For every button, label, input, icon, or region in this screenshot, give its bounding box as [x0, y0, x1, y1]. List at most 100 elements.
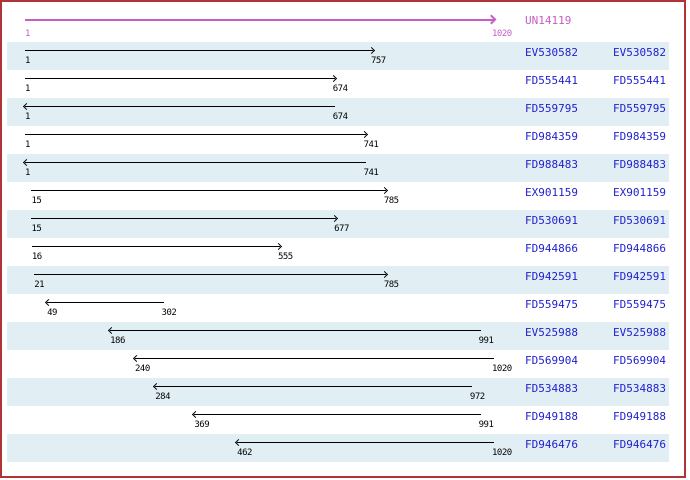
accession-link-primary[interactable]: FD530691	[525, 214, 578, 227]
sequence-arrow	[132, 354, 494, 363]
arrowhead-icon	[22, 158, 31, 167]
arrowhead-icon	[380, 186, 388, 195]
accession-link-secondary[interactable]: FD555441	[613, 74, 666, 87]
end-coordinate: 741	[363, 140, 379, 150]
accession-link-secondary[interactable]: FD946476	[613, 438, 666, 451]
alignment-row: 284 972 FD534883 FD534883	[0, 378, 690, 406]
start-coordinate: 49	[47, 308, 57, 318]
end-coordinate: 302	[161, 308, 177, 318]
end-coordinate: 785	[383, 196, 399, 206]
accession-link-primary[interactable]: FD534883	[525, 382, 578, 395]
accession-link-secondary[interactable]: FD559795	[613, 102, 666, 115]
accession-link-secondary[interactable]: FD984359	[613, 130, 666, 143]
sequence-arrow	[34, 270, 388, 279]
accession-link-secondary[interactable]: FD534883	[613, 382, 666, 395]
accession-link-secondary[interactable]: EV530582	[613, 46, 666, 59]
end-coordinate: 1020	[492, 448, 512, 458]
accession-link-primary[interactable]: FD949188	[525, 410, 578, 423]
arrowhead-icon	[153, 382, 161, 391]
alignment-row: 240 1020 FD569904 FD569904	[0, 350, 690, 378]
sequence-arrow	[192, 410, 481, 419]
end-coordinate: 785	[383, 280, 399, 290]
accession-link-secondary[interactable]: EX901159	[613, 186, 666, 199]
sequence-arrow	[45, 298, 164, 307]
accession-link-primary[interactable]: FD988483	[525, 158, 578, 171]
arrowhead-icon	[380, 270, 388, 279]
alignment-row: 1 674 FD555441 FD555441	[0, 70, 690, 98]
accession-link-primary[interactable]: FD559795	[525, 102, 578, 115]
accession-link-primary[interactable]: FD559475	[525, 298, 578, 311]
alignment-row: 21 785 FD942591 FD942591	[0, 266, 690, 294]
start-coordinate: 1	[25, 112, 30, 122]
accession-link-primary[interactable]: FD555441	[525, 74, 578, 87]
start-coordinate: 1	[25, 29, 30, 39]
start-coordinate: 21	[34, 280, 45, 290]
accession-link-secondary[interactable]: FD559475	[613, 298, 666, 311]
accession-link-primary[interactable]: FD946476	[525, 438, 578, 451]
end-coordinate: 757	[370, 56, 386, 66]
accession-link-primary[interactable]: FD569904	[525, 354, 578, 367]
accession-link-secondary[interactable]: FD569904	[613, 354, 666, 367]
accession-link-secondary[interactable]: EV525988	[613, 326, 666, 339]
start-coordinate: 1	[25, 56, 30, 66]
arrowhead-icon	[192, 410, 200, 419]
start-coordinate: 15	[31, 224, 42, 234]
arrowhead-icon	[45, 298, 53, 307]
alignment-canvas: 1 1020 UN14119 1 757 EV530582 EV530582 1…	[0, 5, 690, 462]
accession-link-primary[interactable]: EX901159	[525, 186, 578, 199]
accession-link-secondary[interactable]: FD944866	[613, 242, 666, 255]
accession-link-secondary[interactable]: FD949188	[613, 410, 666, 423]
accession-link-primary[interactable]: FD942591	[525, 270, 578, 283]
start-coordinate: 284	[155, 392, 171, 402]
sequence-arrow	[153, 382, 472, 391]
accession-link-secondary[interactable]: FD988483	[613, 158, 666, 171]
arrowhead-icon	[331, 214, 339, 223]
accession-link-primary[interactable]: FD944866	[525, 242, 578, 255]
start-coordinate: 1	[25, 84, 30, 94]
sequence-arrow	[235, 438, 494, 447]
arrowhead-icon	[108, 326, 116, 335]
sequence-arrow	[31, 214, 339, 223]
alignment-row: 1 757 EV530582 EV530582	[0, 42, 690, 70]
end-coordinate: 991	[478, 420, 494, 430]
arrowhead-icon	[132, 354, 141, 363]
arrowhead-icon	[360, 130, 368, 139]
alignment-row: 49 302 FD559475 FD559475	[0, 294, 690, 322]
start-coordinate: 1	[25, 168, 30, 178]
sequence-arrow	[22, 102, 335, 111]
arrowhead-icon	[235, 438, 243, 447]
accession-link-secondary[interactable]: FD942591	[613, 270, 666, 283]
accession-link-primary[interactable]: EV530582	[525, 46, 578, 59]
end-coordinate: 674	[332, 84, 348, 94]
accession-link-primary[interactable]: EV525988	[525, 326, 578, 339]
alignment-row: 1 741 FD988483 FD988483	[0, 154, 690, 182]
sequence-arrow	[25, 14, 497, 25]
end-coordinate: 674	[332, 112, 348, 122]
arrowhead-icon	[274, 242, 282, 251]
arrowhead-icon	[486, 14, 497, 25]
accession-link-primary[interactable]: FD984359	[525, 130, 578, 143]
start-coordinate: 16	[31, 252, 42, 262]
alignment-row: 369 991 FD949188 FD949188	[0, 406, 690, 434]
sequence-arrow	[108, 326, 481, 335]
sequence-arrow	[25, 74, 337, 83]
end-coordinate: 677	[334, 224, 349, 234]
start-coordinate: 240	[135, 364, 150, 374]
arrowhead-icon	[329, 74, 337, 83]
start-coordinate: 369	[194, 420, 210, 430]
sequence-arrow	[25, 46, 375, 55]
start-coordinate: 462	[237, 448, 252, 458]
start-coordinate: 186	[110, 336, 125, 346]
arrowhead-icon	[22, 102, 31, 111]
sequence-arrow	[22, 158, 366, 167]
end-coordinate: 741	[363, 168, 379, 178]
reference-id-label: UN14119	[525, 14, 572, 27]
end-coordinate: 1020	[492, 364, 512, 374]
accession-link-secondary[interactable]: FD530691	[613, 214, 666, 227]
alignment-row: 1 674 FD559795 FD559795	[0, 98, 690, 126]
end-coordinate: 1020	[492, 29, 512, 39]
alignment-row: 186 991 EV525988 EV525988	[0, 322, 690, 350]
arrowhead-icon	[367, 46, 375, 55]
sequence-arrow	[25, 130, 368, 139]
